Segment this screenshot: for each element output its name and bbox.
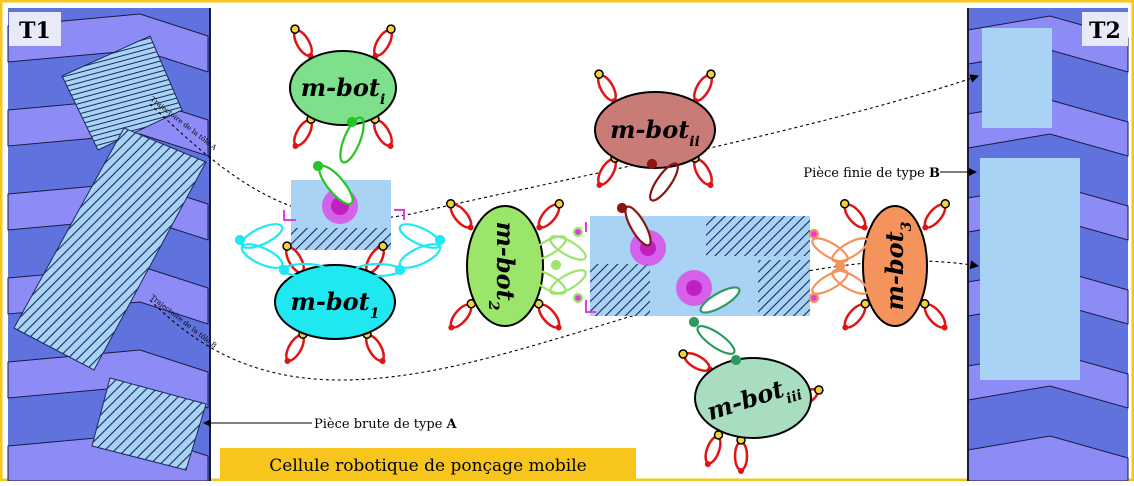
gripper xyxy=(536,198,565,231)
finished-piece xyxy=(982,28,1052,128)
arm-mbot-2 xyxy=(524,226,587,304)
mbot-body xyxy=(289,50,397,126)
mbot-ii: m-botii xyxy=(594,69,716,188)
mbot-label: m-bot3 xyxy=(880,221,915,310)
mbot-label: m-bot2 xyxy=(485,222,520,311)
finished-piece-annotation: Pièce finie de type B xyxy=(803,166,940,181)
gripper xyxy=(842,298,871,331)
mbot-label-sub: i xyxy=(380,92,385,108)
gripper xyxy=(284,329,308,364)
mbot-body xyxy=(274,264,396,340)
mbot-label: m-boti xyxy=(301,73,386,108)
mbot-label-base: m-bot xyxy=(301,73,380,102)
raw-piece xyxy=(91,377,207,471)
mbot-2: m-bot2 xyxy=(445,198,565,331)
mbot-label-base: m-bot xyxy=(491,222,520,301)
work-piece-center xyxy=(585,216,810,316)
mbot-body xyxy=(694,357,812,439)
gripper xyxy=(733,435,749,474)
raw-piece xyxy=(61,35,183,151)
arm-mbot-3 xyxy=(808,228,869,304)
mbot-label: m-bot1 xyxy=(291,287,380,322)
trajectory-a-path xyxy=(149,74,980,220)
arm-mbot-ii xyxy=(616,158,679,247)
gripper xyxy=(839,198,868,231)
gripper xyxy=(678,349,713,373)
mbot-iii: m-botiii xyxy=(678,349,824,474)
caption-text: Cellule robotique de ponçage mobile xyxy=(269,456,586,476)
mbot-label-base: m-bot xyxy=(610,115,689,144)
mbot-label: m-botii xyxy=(610,115,700,150)
gripper xyxy=(692,69,716,104)
raw-piece xyxy=(13,127,207,371)
mbot-body xyxy=(466,205,544,327)
mbot-label-sub: iii xyxy=(784,387,804,407)
mbot-label-sub: 1 xyxy=(370,306,380,322)
gripper xyxy=(922,198,951,231)
mbot-label-base: m-bot xyxy=(880,231,909,310)
caption-box xyxy=(220,448,636,481)
mbot-label-sub: ii xyxy=(689,134,700,150)
mbot-label-sub: 3 xyxy=(899,221,915,231)
mbot-3: m-bot3 xyxy=(839,198,951,331)
arm-mbot-1 xyxy=(234,223,446,278)
finished-pieces-type-b xyxy=(980,28,1080,380)
gripper xyxy=(919,298,948,331)
mbot-body xyxy=(862,205,928,327)
arm-mbot-i xyxy=(312,116,365,206)
gripper xyxy=(445,198,474,231)
conveyor-t2-label: T2 xyxy=(1089,18,1121,44)
mbot-label-base: m-bot xyxy=(291,287,370,316)
arm-mbot-iii xyxy=(688,286,742,366)
finished-piece xyxy=(980,158,1080,380)
mbot-label-sub: 2 xyxy=(485,300,501,311)
gripper xyxy=(533,298,562,331)
gripper xyxy=(448,298,477,331)
mbot-1: m-bot1 xyxy=(274,241,396,364)
mbot-i: m-boti xyxy=(289,24,397,149)
gripper xyxy=(290,24,314,59)
raw-piece-annotation: Pièce brute de type A xyxy=(314,417,458,432)
raw-pieces-type-a xyxy=(13,35,207,471)
conveyor-t1-label: T1 xyxy=(19,18,51,44)
